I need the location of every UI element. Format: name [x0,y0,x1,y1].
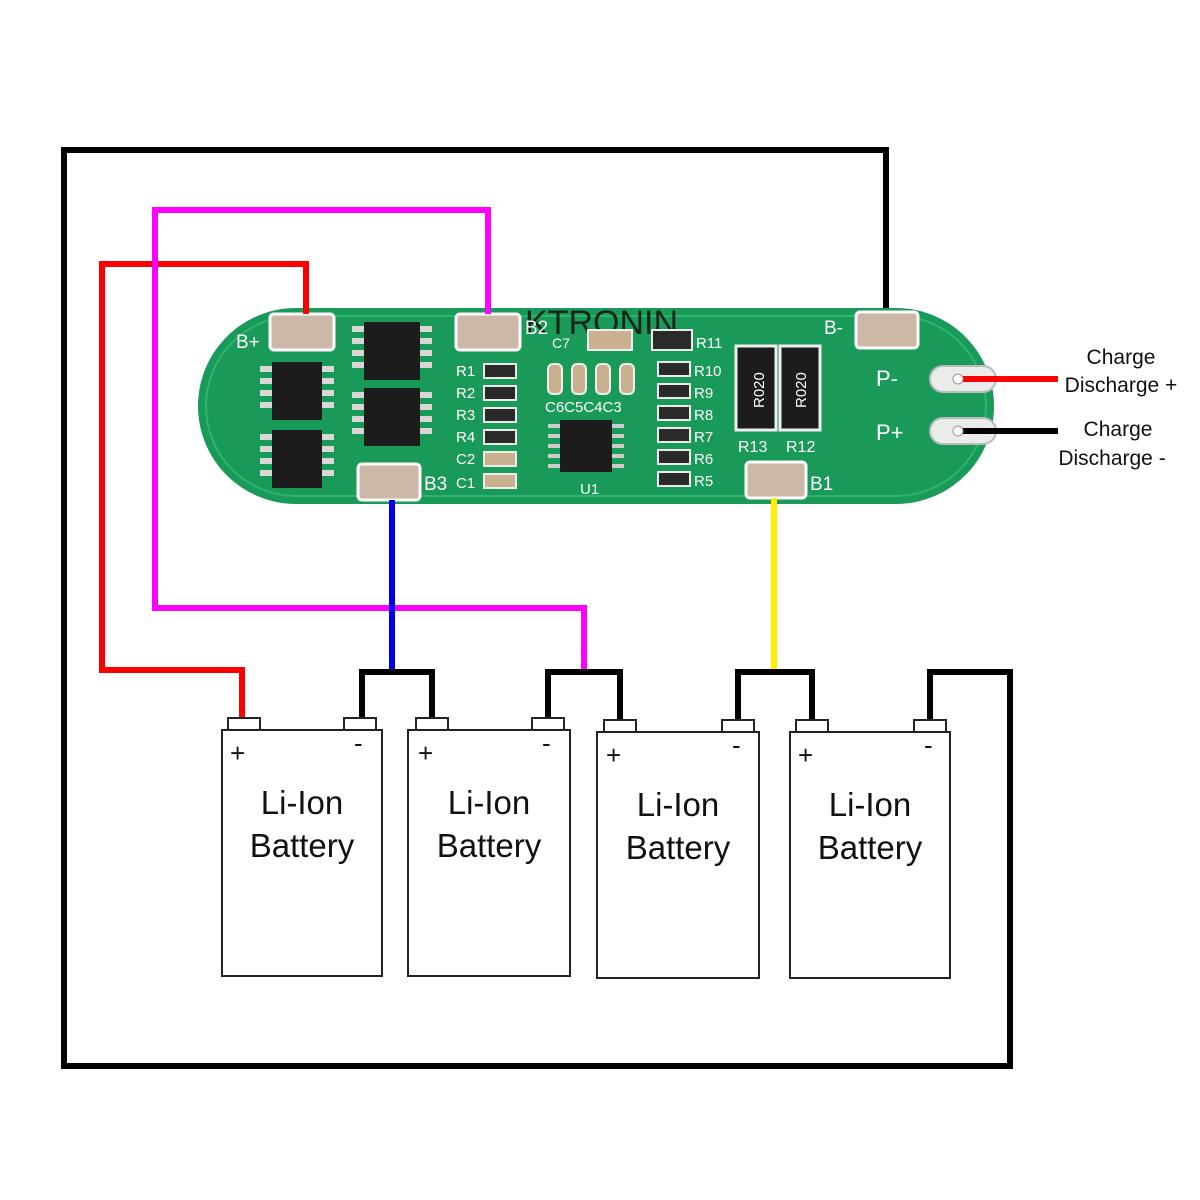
bms-pcb: KTRONIN [198,304,997,504]
silk-r9: R9 [694,385,713,402]
output-positive-line1: Charge [1087,346,1156,369]
shunt-marking: R020 [751,372,768,408]
output-negative-line1: Charge [1084,418,1153,441]
jumper-cell3-cell4 [735,669,815,720]
silk-r8: R8 [694,407,713,424]
silk-r6: R6 [694,451,713,468]
mosfet-chip [260,430,334,488]
battery-plus-sign: + [230,738,245,768]
wire-black-b-minus [61,147,1013,1069]
protection-ic [548,420,624,472]
battery-minus-sign: - [542,728,551,758]
battery-plus-sign: + [606,740,621,770]
battery-label-line1: Li-Ion [829,786,912,823]
battery-label-line2: Battery [437,827,542,864]
pad-b-minus [854,310,920,350]
label-p-plus: P+ [876,420,904,445]
label-b3: B3 [424,474,447,495]
jumper-cell1-cell2 [359,669,435,720]
mosfet-chip [352,322,432,380]
battery-minus-sign: - [924,730,933,760]
silk-r4: R4 [456,429,475,446]
jumper-cell2-cell3 [545,669,623,720]
silk-r2: R2 [456,385,475,402]
mosfet-chip [260,362,334,420]
battery-label-line2: Battery [626,829,731,866]
silk-r7: R7 [694,429,713,446]
mosfet-chip [352,388,432,446]
pad-b3 [356,462,422,502]
label-b1: B1 [810,474,833,495]
battery-plus-sign: + [798,740,813,770]
silk-r12: R12 [786,439,815,456]
output-negative-line2: Discharge - [1058,447,1165,470]
smd-resistors-right [651,329,693,487]
battery-label-line2: Battery [818,829,923,866]
battery-positive-terminal [227,717,261,731]
label-p-minus: P- [876,366,898,391]
battery-negative-terminal [531,717,565,731]
battery-label-line2: Battery [250,827,355,864]
battery-cell: + - Li-Ion Battery [596,719,760,979]
label-b2: B2 [525,318,548,339]
smd-resistors-left [483,363,517,489]
wire-red-b-plus [99,261,309,718]
silk-c1: C1 [456,475,475,492]
silk-r1: R1 [456,363,475,380]
silk-c2: C2 [456,451,475,468]
battery-cell: + - Li-Ion Battery [407,717,571,977]
battery-label-line1: Li-Ion [637,786,720,823]
silk-r5: R5 [694,473,713,490]
shunt-marking: R020 [793,372,810,408]
battery-label-line1: Li-Ion [261,784,344,821]
battery-label-line1: Li-Ion [448,784,531,821]
battery-positive-terminal [795,719,829,733]
pad-b2 [454,312,522,352]
silk-r11: R11 [696,335,722,352]
silk-r10: R10 [694,363,722,380]
label-b-plus: B+ [236,332,260,353]
silk-c6c5c4c3: C6C5C4C3 [545,399,622,416]
smd-capacitors [547,329,635,395]
battery-minus-sign: - [732,730,741,760]
battery-plus-sign: + [418,738,433,768]
silk-u1: U1 [580,481,599,498]
silk-r3: R3 [456,407,475,424]
silk-r13: R13 [738,439,767,456]
battery-cell: + - Li-Ion Battery [221,717,383,977]
battery-negative-terminal [343,717,377,731]
pad-b-plus [268,312,336,352]
battery-positive-terminal [603,719,637,733]
battery-negative-terminal [721,719,755,733]
pad-b1 [744,460,808,500]
battery-positive-terminal [415,717,449,731]
battery-minus-sign: - [354,728,363,758]
label-b-minus: B- [824,318,843,339]
output-positive-line2: Discharge + [1065,374,1178,397]
shunt-resistor: R020 [734,344,778,432]
silk-c7: C7 [552,335,570,351]
shunt-resistor: R020 [778,344,822,432]
battery-negative-terminal [913,719,947,733]
battery-cell: + - Li-Ion Battery [789,719,951,979]
wire-magenta-b2 [152,207,587,672]
